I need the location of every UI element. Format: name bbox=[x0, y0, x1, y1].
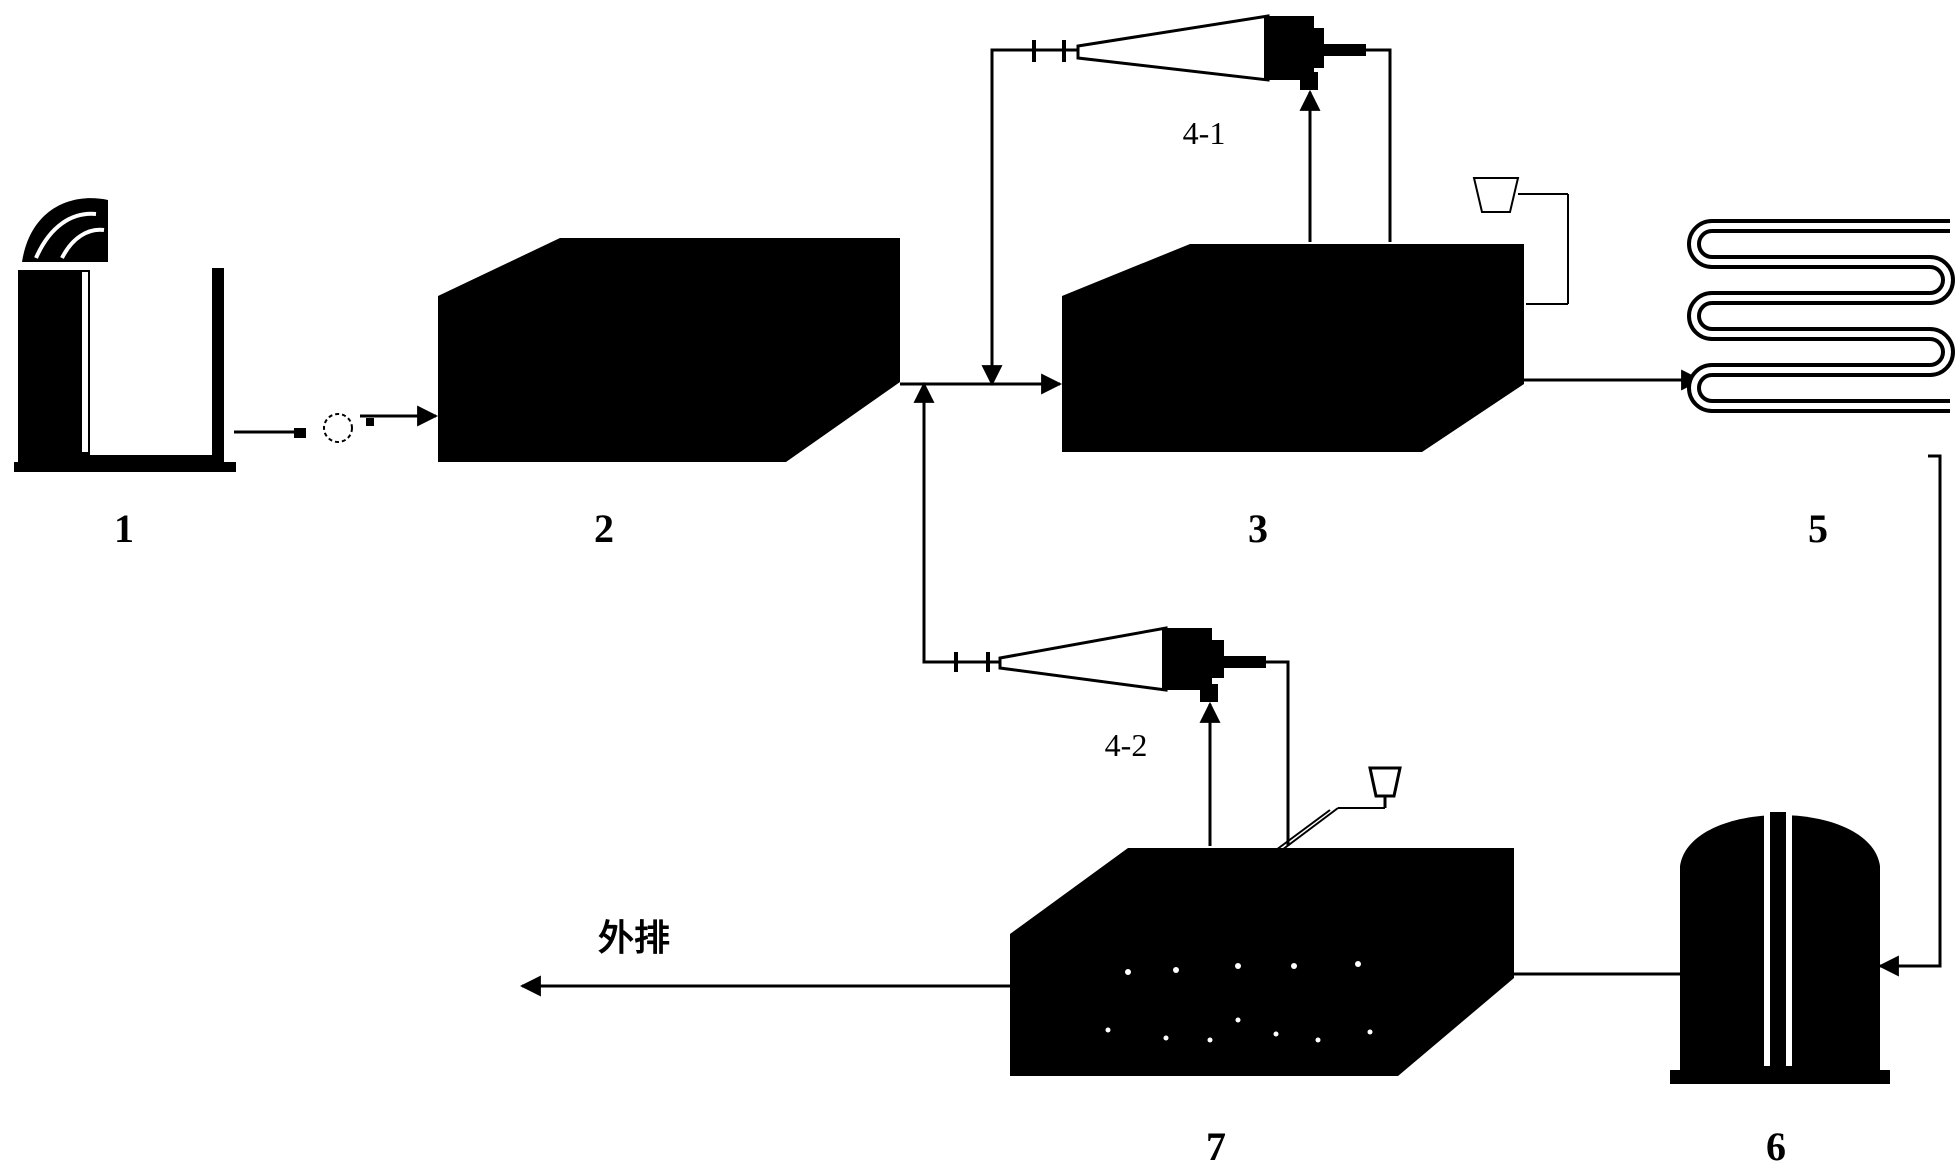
label-unit-3: 3 bbox=[1248, 506, 1268, 551]
unit-5-coil bbox=[1687, 219, 1955, 413]
label-unit-2: 2 bbox=[594, 506, 614, 551]
unit-3-dosing-cup bbox=[1472, 177, 1569, 305]
unit-7-box bbox=[1010, 848, 1514, 1076]
label-ejector-4-2: 4-2 bbox=[1105, 727, 1148, 763]
unit-6-tank bbox=[1670, 804, 1890, 1084]
unit-2-box bbox=[438, 238, 900, 462]
label-unit-6: 6 bbox=[1766, 1124, 1786, 1169]
unit-7-dosing-cup bbox=[1275, 766, 1402, 851]
label-unit-5: 5 bbox=[1808, 506, 1828, 551]
ejector-4-2 bbox=[952, 626, 1266, 702]
label-unit-1: 1 bbox=[114, 506, 134, 551]
feed-valve bbox=[234, 405, 439, 443]
label-ejector-4-1: 4-1 bbox=[1183, 115, 1226, 151]
ejector-4-1 bbox=[1030, 14, 1366, 90]
label-discharge: 外排 bbox=[598, 918, 670, 959]
label-unit-7: 7 bbox=[1206, 1124, 1226, 1169]
unit-3-box bbox=[1062, 244, 1524, 452]
unit-1-tank bbox=[14, 198, 236, 472]
